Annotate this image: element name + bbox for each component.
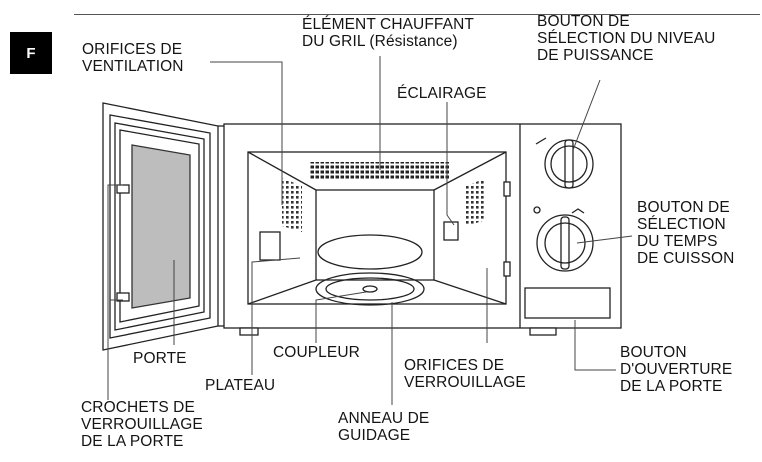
language-tab: F	[10, 32, 52, 74]
label-porte: PORTE	[133, 350, 187, 367]
door	[102, 102, 226, 351]
label-plateau: PLATEAU	[205, 377, 276, 394]
label-eclairage: ÉCLAIRAGE	[397, 85, 487, 102]
label-coupleur: COUPLEUR	[273, 344, 360, 361]
leader-lines	[107, 56, 633, 405]
control-panel	[524, 137, 611, 319]
top-rule	[74, 14, 760, 15]
